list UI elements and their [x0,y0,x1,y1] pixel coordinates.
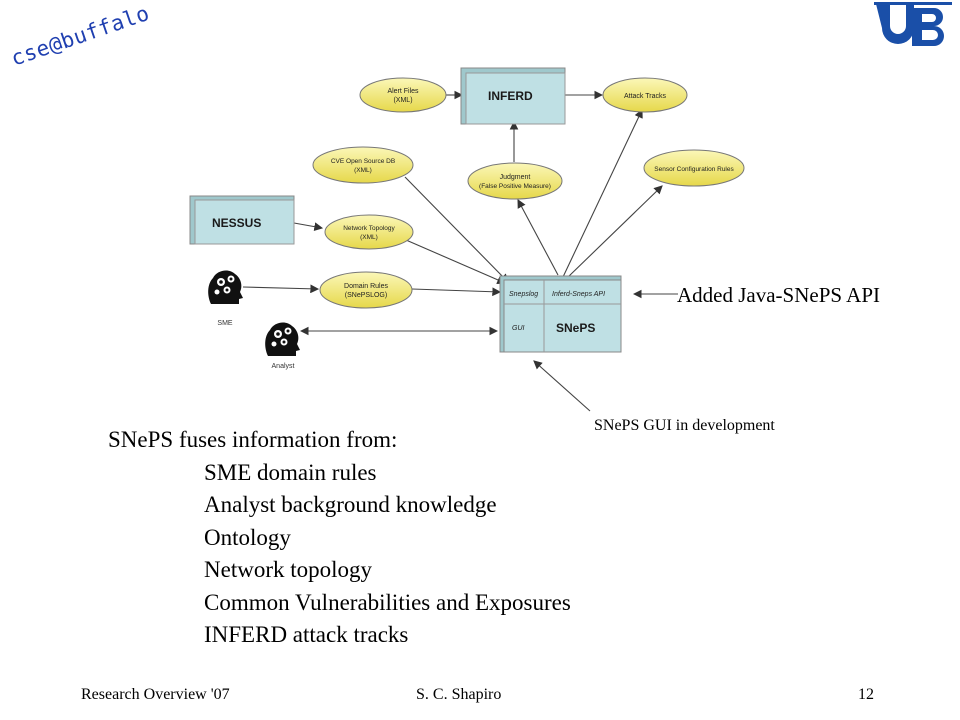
footer-left: Research Overview '07 [81,686,230,703]
list-item: SME domain rules [204,459,377,485]
alert-files-node [359,77,447,113]
cve-db-label: CVE Open Source DB [331,158,395,165]
list-item: Analyst background knowledge [204,492,497,517]
analyst-head-icon [265,322,300,356]
nessus-box [189,195,295,245]
java-api-annotation: Added Java-SNePS API [677,283,880,307]
footer-center: S. C. Shapiro [416,686,502,703]
list-item: Network topology [204,557,373,582]
list-item: INFERD attack tracks [204,622,409,647]
sensor-rules-node [643,149,745,187]
sensor-rules-label: Sensor Configuration Rules [654,166,734,173]
inferd-sneps-api-label: Inferd-Sneps API [552,291,605,298]
list-item: Common Vulnerabilities and Exposures [204,589,571,615]
sme-head-icon [208,270,243,304]
cve-db-sublabel: (XML) [354,167,372,174]
domain-rules-node [319,271,413,309]
network-topology-label: Network Topology [343,225,395,232]
domain-rules-sublabel: (SNePSLOG) [345,292,387,299]
domain-rules-label: Domain Rules [344,283,388,290]
inferd-box [460,67,566,125]
sme-label: SME [217,320,233,327]
sneps-label: SNePS [556,321,595,335]
gui-label: GUI [512,325,525,332]
judgment-sublabel: (False Positive Measure) [479,183,551,190]
attack-tracks-node [602,77,688,113]
alert-files-label: Alert Files [387,88,419,95]
list-item: Ontology [204,524,291,550]
inferd-label: INFERD [488,89,533,103]
attack-tracks-label: Attack Tracks [624,93,667,100]
nessus-label: NESSUS [212,216,261,230]
network-topology-sublabel: (XML) [360,234,378,241]
snepslog-label: Snepslog [509,291,538,298]
judgment-label: Judgment [500,174,531,181]
network-topology-node [324,214,414,250]
judgment-node [467,162,563,200]
analyst-label: Analyst [272,363,295,370]
cve-db-node [312,146,414,184]
fuses-list: SNePS fuses information from: SME domain… [108,424,571,652]
alert-files-sublabel: (XML) [393,97,412,104]
gui-dev-annotation: SNePS GUI in development [594,417,775,434]
footer-page-number: 12 [858,686,874,703]
ub-logo-icon [874,2,952,46]
fuses-heading: SNePS fuses information from: [108,427,398,452]
sneps-box [499,275,622,353]
